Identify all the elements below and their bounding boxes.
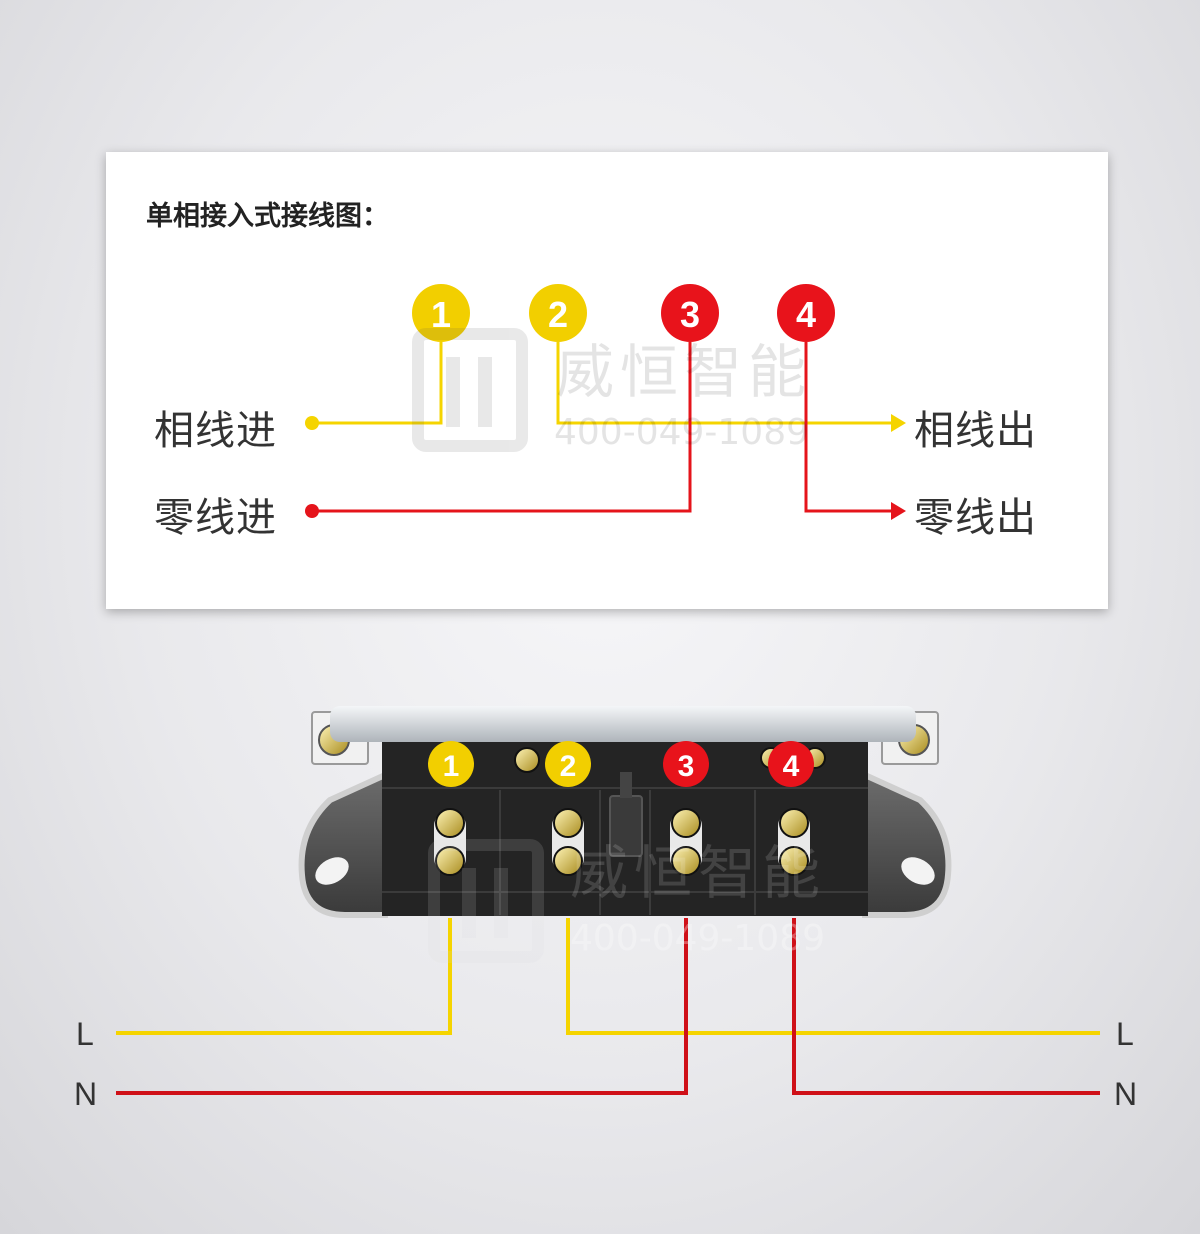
phase-out-arrow: [891, 414, 906, 432]
wire-label-right-N: N: [1114, 1076, 1137, 1112]
label-neutral-in: 零线进: [154, 495, 277, 541]
terminal-badge-4: 4: [777, 284, 835, 342]
diagram-title: 单相接入式接线图：: [146, 201, 389, 232]
wire-L-in: [116, 918, 452, 1035]
watermark-logo-meter: [428, 839, 544, 963]
flange-left: [298, 770, 388, 918]
terminal-screws-3: [670, 808, 702, 876]
label-phase-in: 相线进: [154, 408, 277, 454]
label-phase-out: 相线出: [914, 408, 1037, 454]
svg-text:4: 4: [796, 294, 816, 335]
svg-text:3: 3: [678, 750, 695, 783]
svg-text:2: 2: [548, 294, 568, 335]
meter-badge-2: 2: [545, 741, 591, 787]
meter-badge-1: 1: [428, 741, 474, 787]
svg-text:1: 1: [431, 294, 451, 335]
wire-L-out: [566, 918, 1100, 1035]
terminal-badge-2: 2: [529, 284, 587, 342]
watermark-logo: [412, 328, 528, 452]
terminal-badge-1: 1: [412, 284, 470, 342]
flange-right: [862, 770, 952, 918]
svg-text:2: 2: [560, 750, 577, 783]
watermark-phone: 400-049-1089: [554, 412, 809, 453]
meter-lid: [330, 706, 916, 742]
wiring-diagram-card: 单相接入式接线图： 1 2 3 4: [106, 152, 1108, 609]
terminal-badge-3: 3: [661, 284, 719, 342]
wire-label-left-N: N: [74, 1076, 97, 1112]
neutral-out-arrow: [891, 502, 906, 520]
neutral-out-wire: [804, 342, 891, 513]
phase-out-wire: [556, 342, 891, 425]
terminal-block-body: [382, 738, 868, 916]
watermark-brand-meter: 威恒智能: [570, 839, 826, 907]
terminal-screws-2: [552, 808, 584, 876]
meter-badge-4: 4: [768, 741, 814, 787]
flange-hole-left: [315, 857, 349, 885]
wire-N-out: [792, 918, 1100, 1095]
wire-label-right-L: L: [1116, 1016, 1134, 1052]
label-neutral-out: 零线出: [914, 495, 1037, 541]
diagram-wires: 1 2 3 4 威恒智能 400-049-1089: [305, 284, 906, 520]
wire-label-left-L: L: [76, 1016, 94, 1052]
neutral-in-wire: [312, 342, 692, 513]
svg-text:4: 4: [783, 750, 800, 783]
mount-tab-right: [881, 711, 939, 765]
watermark-brand: 威恒智能: [556, 338, 812, 406]
meter-badge-3: 3: [663, 741, 709, 787]
flange-hole-right: [901, 857, 935, 885]
terminal-screws-1: [434, 808, 466, 876]
svg-text:1: 1: [443, 750, 460, 783]
terminal-screws-4: [778, 808, 810, 876]
svg-text:3: 3: [680, 294, 700, 335]
wire-N-in: [116, 918, 688, 1095]
mount-tab-left: [311, 711, 369, 765]
phase-in-wire: [312, 342, 443, 425]
watermark-phone-meter: 400-049-1089: [570, 918, 825, 959]
